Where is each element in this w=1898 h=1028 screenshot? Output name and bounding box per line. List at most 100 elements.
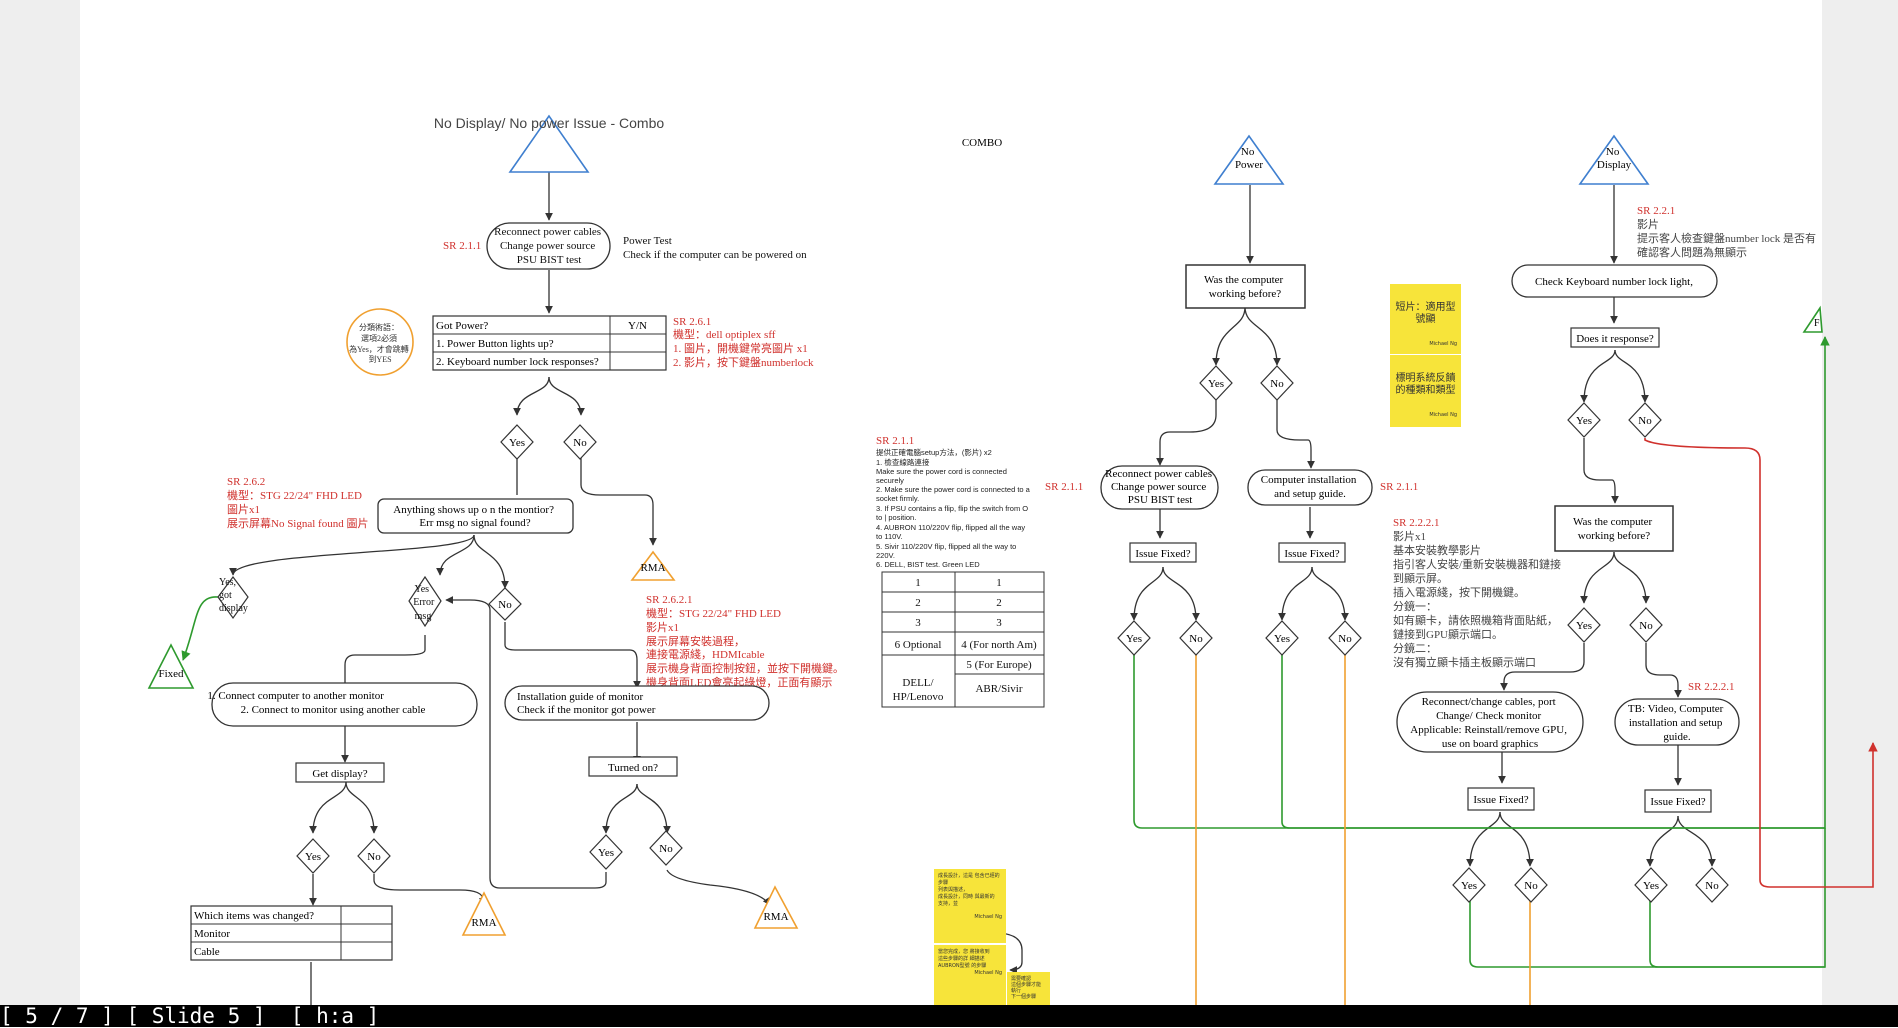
installation-guide-box	[504, 685, 770, 721]
svg-text:HP/Lenovo: HP/Lenovo	[893, 691, 944, 703]
svg-text:Cable: Cable	[194, 946, 220, 958]
svg-text:No: No	[659, 843, 673, 855]
svg-text:No: No	[573, 437, 587, 449]
nd-does-response-box	[1570, 327, 1660, 348]
sticky-note-2: 當您完成，您 將接收到 這些步驟的詳 細描述 AUBRON型號 的步驟 Mich…	[934, 945, 1006, 1005]
reconnect-power-box	[486, 222, 611, 270]
sticky-line: 成長設計，這是 包含已經的步驟	[938, 873, 1000, 886]
nd-diamond-yes-1	[1567, 402, 1601, 438]
sticky-note-4: 短片：適用型 號顯 Michael Ng	[1390, 284, 1461, 354]
np-install-text: Computer installation and setup guide.	[1261, 474, 1359, 500]
svg-text:Get display?: Get display?	[312, 768, 367, 780]
sticky-line: 列表與描述，	[938, 887, 969, 893]
diamond-yes-4	[589, 834, 623, 870]
slide-indicator[interactable]: [ Slide 5 ]	[126, 1004, 266, 1028]
setup-steps: 1. 檢查線路連接 Make sure the power cord is co…	[876, 457, 1032, 569]
note-circle	[346, 308, 414, 376]
diamond-yes-error	[408, 575, 442, 628]
nd-sr-2-2-2-1-note: SR 2.2.2.1 影片x1 基本安裝教學影片 指引客人安裝/重新安裝機器和鏈…	[1393, 517, 1564, 669]
rma-triangle-3	[753, 885, 799, 929]
svg-text:Monitor: Monitor	[194, 928, 230, 940]
svg-text:Fixed: Fixed	[158, 668, 184, 680]
svg-text:No: No	[367, 851, 381, 863]
rma-triangle-1	[630, 550, 676, 581]
svg-text:No: No	[1270, 378, 1284, 390]
right-margin-band	[1822, 0, 1898, 1005]
svg-text:Yes: Yes	[305, 851, 321, 863]
np-fixed-box-1	[1129, 542, 1197, 563]
nd-check-numlock-box	[1511, 264, 1718, 298]
mode-indicator[interactable]: [ h:a ]	[290, 1004, 380, 1028]
diamond-no-2	[488, 587, 522, 621]
svg-text:RMA: RMA	[763, 911, 788, 923]
psu-table	[881, 571, 1045, 708]
svg-text:Yes: Yes	[1643, 880, 1659, 892]
setup-title: 提供正確電腦setup方法，(影片) x2	[876, 447, 992, 457]
nd-reconnect-box	[1396, 691, 1584, 753]
svg-text:Got Power?: Got Power?	[436, 320, 488, 332]
svg-text:Yes: Yes	[1461, 880, 1477, 892]
sticky-line: 當您完成，您 將接收到	[938, 949, 990, 955]
nd-diamond-yes-2	[1567, 607, 1601, 643]
sticky-line: 支持，並	[938, 901, 959, 907]
np-sr-2-1-1-a: SR 2.1.1	[1045, 481, 1083, 493]
svg-text:Yes: Yes	[1576, 620, 1592, 632]
svg-text:1: 1	[996, 577, 1002, 589]
sticky-note-5: 標明系統反饋 的種類和類型 Michael Ng	[1390, 355, 1461, 427]
svg-text:Issue Fixed?: Issue Fixed?	[1135, 548, 1190, 560]
start-label-no-display: No Display	[1597, 146, 1632, 171]
reconnect-power-text: Reconnect power cables Change power sour…	[494, 226, 604, 266]
fixed-triangle	[147, 643, 195, 689]
svg-text:Yes: Yes	[598, 847, 614, 859]
svg-text:3: 3	[915, 617, 921, 629]
svg-text:Yes: Yes	[1126, 633, 1142, 645]
anything-shows-box	[377, 498, 574, 534]
nd-diamond-no-4	[1695, 867, 1729, 903]
svg-text:Y/N: Y/N	[628, 320, 647, 332]
svg-text:RMA: RMA	[640, 562, 665, 574]
sr-2-6-1-note: SR 2.6.1 機型：dell optiplex sff 1. 圖片，開機鍵常…	[673, 316, 814, 369]
np-reconnect-text: Reconnect power cables Change power sour…	[1105, 468, 1215, 506]
sticky-line: AUBRON型號 的步驟	[938, 963, 987, 969]
items-changed-table: Which items was changed? Monitor Cable	[190, 905, 393, 961]
sticky-note-1: 成長設計，這是 包含已經的步驟 列表與描述， 成長設計，同時 與最新的 支持，並…	[934, 869, 1006, 943]
svg-text:6 Optional: 6 Optional	[895, 639, 942, 651]
nd-diamond-yes-4	[1634, 867, 1668, 903]
svg-text:No: No	[498, 599, 512, 611]
np-was-working-box	[1185, 264, 1306, 309]
nd-tb-box	[1614, 698, 1740, 746]
nd-tb-text: TB: Video, Computer installation and set…	[1628, 703, 1726, 743]
sticky-line: 號顯	[1415, 314, 1436, 325]
diamond-no-4	[649, 830, 683, 866]
sticky-line: 下一個步驟	[1011, 994, 1037, 1000]
start-label-no-power: No Power	[1235, 146, 1263, 171]
start-triangle-no-display	[1578, 134, 1650, 185]
nd-diamond-no-2	[1629, 607, 1663, 643]
sr-2-6-2-1-note: SR 2.6.2.1 機型：STG 22/24" FHD LED 影片x1 展示…	[646, 594, 847, 689]
svg-text:3: 3	[996, 617, 1002, 629]
svg-text:No: No	[1189, 633, 1203, 645]
diamond-no-1	[563, 424, 597, 460]
nd-sr-2-2-2-1-b: SR 2.2.2.1	[1688, 681, 1734, 693]
nd-fixed-box-1	[1467, 787, 1535, 811]
left-margin-band	[0, 0, 80, 1005]
np-diamond-yes	[1199, 365, 1233, 401]
sticky-author: Michael Ng	[1429, 412, 1457, 418]
svg-text:Yes: Yes	[509, 437, 525, 449]
nd-was-working-box	[1554, 505, 1674, 552]
start-label-combo: No Display/ No power Issue - Combo	[434, 115, 665, 131]
sticky-line: 短片：適用型	[1395, 302, 1456, 313]
page-indicator[interactable]: [ 5 / 7 ]	[0, 1004, 114, 1028]
svg-text:No: No	[1524, 880, 1538, 892]
svg-text:ABR/Sivir: ABR/Sivir	[975, 683, 1022, 695]
diamond-yes-display	[217, 576, 249, 620]
sticky-line: 成長設計，同時 與最新的	[938, 894, 995, 900]
power-test-note: Power Test Check if the computer can be …	[623, 235, 807, 261]
sticky-author: Michael Ng	[974, 914, 1002, 920]
svg-text:Does it response?: Does it response?	[1576, 333, 1654, 345]
svg-text:Yes: Yes	[1274, 633, 1290, 645]
np-sr-2-1-1-b: SR 2.1.1	[1380, 481, 1418, 493]
svg-text:1. Power Button lights up?: 1. Power Button lights up?	[436, 338, 554, 350]
svg-text:No: No	[1338, 633, 1352, 645]
svg-text:Turned on?: Turned on?	[608, 762, 658, 774]
